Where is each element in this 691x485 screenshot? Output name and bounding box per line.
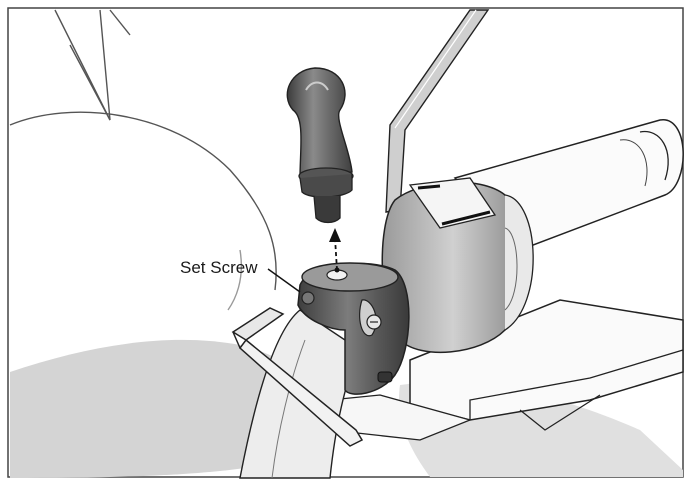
clamp-ring <box>297 262 410 395</box>
up-arrow-icon <box>329 228 341 273</box>
set-screw-hole <box>301 291 315 305</box>
callout-leader <box>267 268 301 293</box>
hex-key <box>231 307 364 447</box>
tank-outline <box>9 9 277 311</box>
knob <box>286 67 354 224</box>
set-screw-label: Set Screw <box>180 258 258 277</box>
switch-housing <box>381 177 534 354</box>
